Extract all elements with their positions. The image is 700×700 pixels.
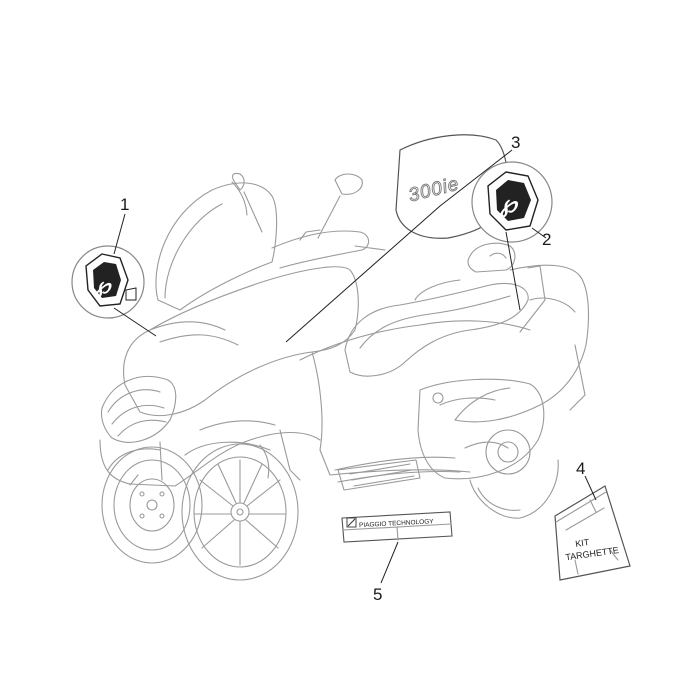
callout-1: 1: [120, 195, 129, 214]
scooter-drawing: [99, 172, 589, 581]
callout-3: 3: [511, 133, 520, 152]
part-1-logo-bubble: ℘: [71, 245, 145, 319]
part-2-logo-bubble: ℘: [471, 161, 553, 243]
leader-lines: [113, 149, 597, 584]
part-4-kit-bag: KIT TARGHETTE: [554, 485, 631, 581]
callout-2: 2: [542, 230, 551, 249]
plate-text: PIAGGIO TECHNOLOGY: [359, 518, 435, 529]
part-5-technology-plate: PIAGGIO TECHNOLOGY: [341, 511, 453, 543]
callout-4: 4: [576, 459, 585, 478]
callout-5: 5: [373, 585, 382, 604]
piaggio-logo-icon: ℘: [94, 273, 112, 299]
kit-line-1: KIT: [575, 537, 591, 549]
model-badge-text: 300ie: [407, 174, 462, 207]
piaggio-logo-icon-2: ℘: [499, 192, 519, 218]
